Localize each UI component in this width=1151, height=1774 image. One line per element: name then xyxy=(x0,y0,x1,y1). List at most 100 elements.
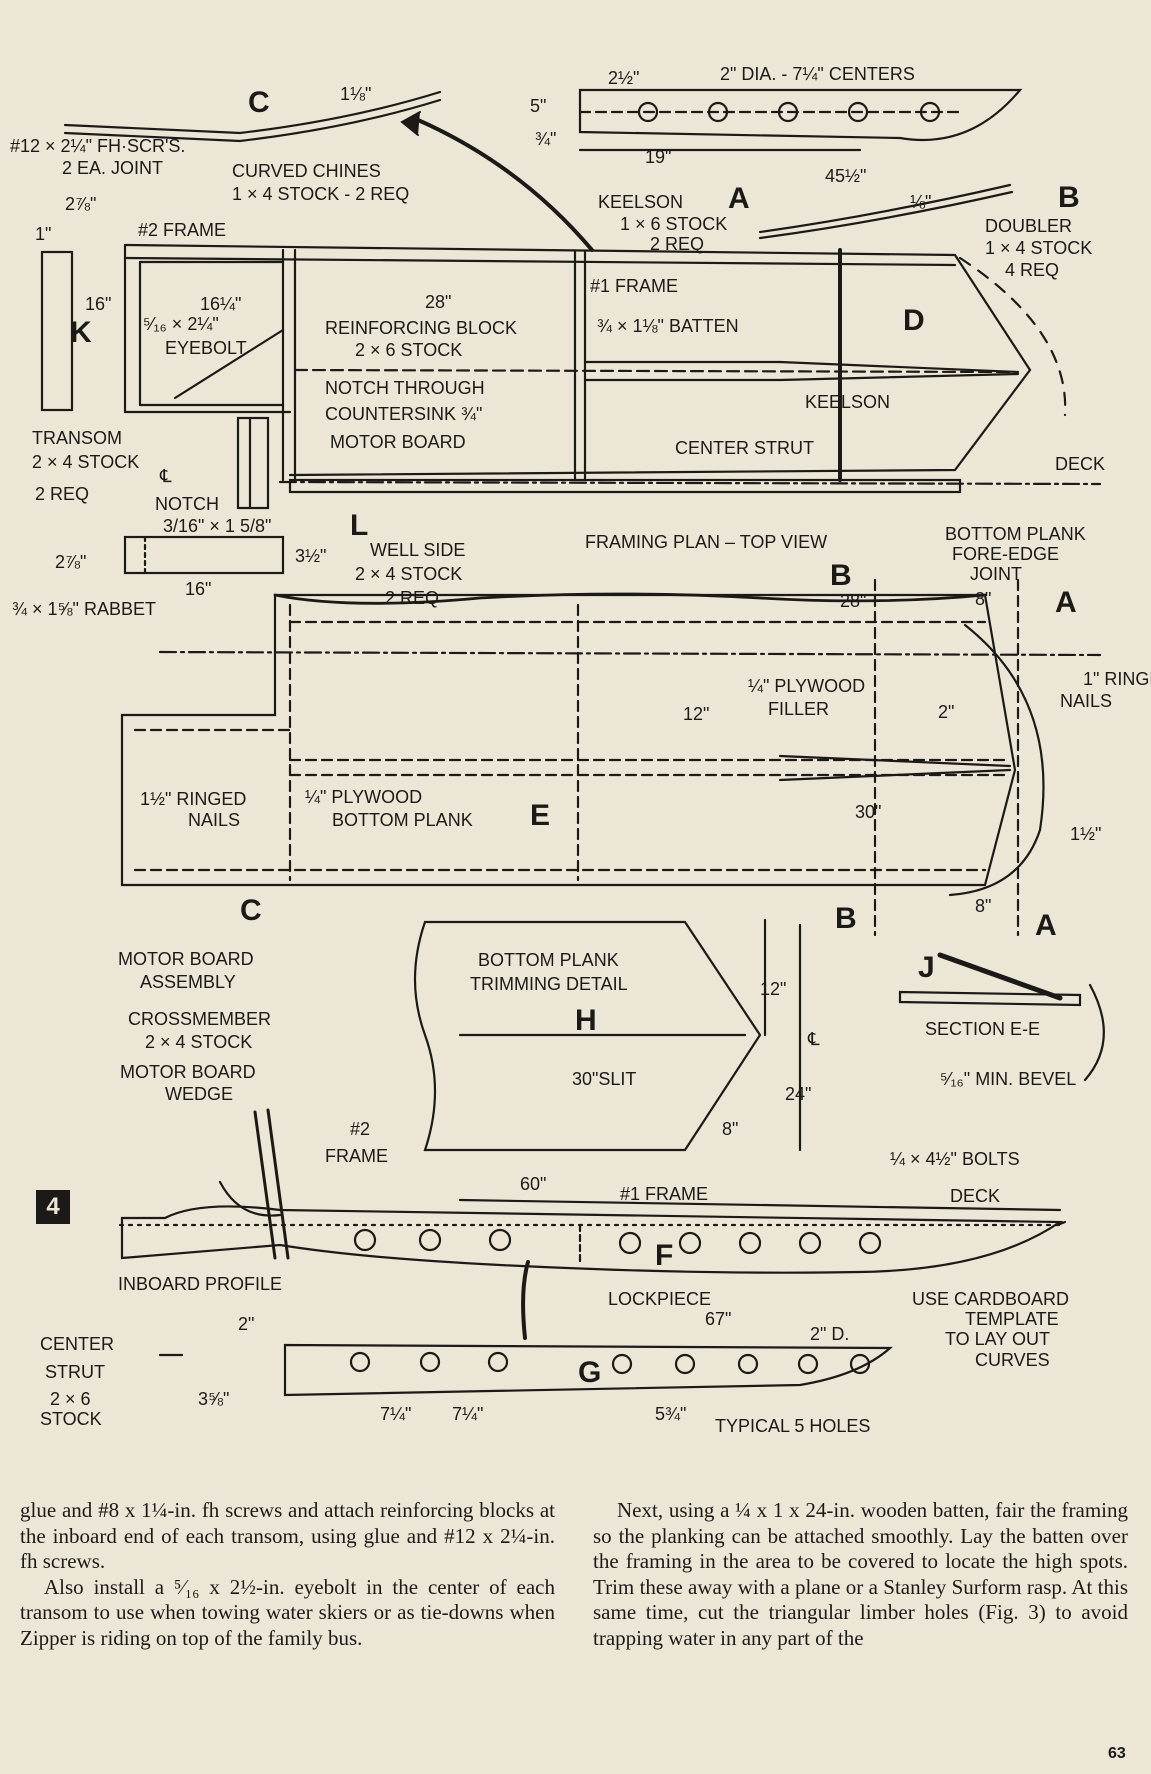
chine-arrow xyxy=(416,118,594,252)
well-side-stock: 2 × 4 STOCK xyxy=(355,564,462,584)
frame2b-1: #2 xyxy=(350,1119,370,1139)
reinforcing-block: REINFORCING BLOCK xyxy=(325,318,517,338)
ringed-half-1: 1½" RINGED xyxy=(140,789,246,809)
plywood-filler-2: FILLER xyxy=(768,699,829,719)
label-b: B xyxy=(1058,181,1080,214)
notch-size: 3/16" × 1 5/8" xyxy=(163,516,271,536)
bevel: ⁵⁄₁₆" MIN. BEVEL xyxy=(940,1069,1076,1089)
label-k: K xyxy=(70,316,92,349)
dim-18: ⅛" xyxy=(910,192,931,212)
rabbet: ¾ × 1⅝" RABBET xyxy=(12,599,156,619)
motor-assembly-2: ASSEMBLY xyxy=(140,972,236,992)
eyebolt-size: ⁵⁄₁₆ × 2¼" xyxy=(143,314,219,334)
deck-label: DECK xyxy=(1055,454,1105,474)
notch-through: NOTCH THROUGH xyxy=(325,378,485,398)
frame2b-2: FRAME xyxy=(325,1146,388,1166)
doubler-req: 4 REQ xyxy=(1005,260,1059,280)
label-j: J xyxy=(918,951,935,984)
construction-drawing: C 1⅛" #12 × 2¼" FH·SCR'S. 2 EA. JOINT CU… xyxy=(10,64,1151,1436)
transom-title: TRANSOM xyxy=(32,428,122,448)
motor-board-label: MOTOR BOARD xyxy=(330,432,466,452)
curved-chines-title: CURVED CHINES xyxy=(232,161,381,181)
dim-5-34: 5¾" xyxy=(655,1404,686,1424)
text-column-right: Next, using a ¼ x 1 x 24-in. wooden batt… xyxy=(593,1498,1128,1652)
center-strut-label: CENTER STRUT xyxy=(675,438,814,458)
label-b-top: B xyxy=(830,559,852,592)
dim-1: 1" xyxy=(35,224,51,244)
dim-2-78: 2⅞" xyxy=(65,194,96,214)
cardboard-1: USE CARDBOARD xyxy=(912,1289,1069,1309)
center-strut-2: STRUT xyxy=(45,1362,105,1382)
label-g: G xyxy=(578,1356,601,1389)
dim-12b: 12" xyxy=(760,979,786,999)
trimming-1: BOTTOM PLANK xyxy=(478,950,619,970)
label-a-top: A xyxy=(1055,586,1077,619)
label-f: F xyxy=(655,1239,673,1272)
lockpiece: LOCKPIECE xyxy=(608,1289,711,1309)
cardboard-4: CURVES xyxy=(975,1350,1050,1370)
centerline-2: ℄ xyxy=(807,1029,820,1049)
plywood-bottom-1: ¼" PLYWOOD xyxy=(305,787,422,807)
dim-24: 24" xyxy=(785,1084,811,1104)
doubler-b xyxy=(758,183,1012,234)
inboard-profile: INBOARD PROFILE xyxy=(118,1274,282,1294)
fh-screws-2: 2 EA. JOINT xyxy=(62,158,163,178)
keelson-label: KEELSON xyxy=(805,392,890,412)
plywood-filler-1: ¼" PLYWOOD xyxy=(748,676,865,696)
bottom-plank-e xyxy=(120,593,1017,887)
cardboard-3: TO LAY OUT xyxy=(945,1329,1050,1349)
center-strut-3: 2 × 6 xyxy=(50,1389,91,1409)
transom-stock: 2 × 4 STOCK xyxy=(32,452,139,472)
notch-title: NOTCH xyxy=(155,494,219,514)
paragraph: Next, using a ¼ x 1 x 24-in. wooden batt… xyxy=(593,1498,1128,1650)
dim-67: 67" xyxy=(705,1309,731,1329)
dim-30: 30" xyxy=(855,802,881,822)
framing-plan-title: FRAMING PLAN – TOP VIEW xyxy=(585,532,827,552)
typical-holes: TYPICAL 5 HOLES xyxy=(715,1416,870,1436)
ringed-half-2: NAILS xyxy=(188,810,240,830)
center-strut-1: CENTER xyxy=(40,1334,114,1354)
dim-2half: 2½" xyxy=(608,68,639,88)
ringed-nails-1: 1" RINGED xyxy=(1083,669,1151,689)
wedge-1: MOTOR BOARD xyxy=(120,1062,256,1082)
dim-28: 28" xyxy=(425,292,451,312)
crossmember-2: 2 × 4 STOCK xyxy=(145,1032,252,1052)
dim-7q2: 7¼" xyxy=(452,1404,483,1424)
dim-2in: 2" xyxy=(938,702,954,722)
dim-12: 12" xyxy=(683,704,709,724)
center-strut-4: STOCK xyxy=(40,1409,102,1429)
text-column-left: glue and #8 x 1¼-in. fh screws and attac… xyxy=(20,1498,555,1652)
dia-centers: 2" DIA. - 7¼" CENTERS xyxy=(720,64,915,84)
dim-3-58: 3⅝" xyxy=(198,1389,229,1409)
dim-3half: 3½" xyxy=(295,546,326,566)
page-number: 63 xyxy=(1108,1745,1126,1762)
trimming-2: TRIMMING DETAIL xyxy=(470,974,628,994)
transom-k xyxy=(40,250,74,412)
well-side-req: 2 REQ xyxy=(385,588,439,608)
well-side-title: WELL SIDE xyxy=(370,540,465,560)
keelson-a-stock: 1 × 6 STOCK xyxy=(620,214,727,234)
dim-8: 8" xyxy=(975,589,991,609)
label-l: L xyxy=(350,509,368,542)
motor-assembly-1: MOTOR BOARD xyxy=(118,949,254,969)
label-b-bottom: B xyxy=(835,902,857,935)
figure-number-badge: 4 xyxy=(36,1190,70,1224)
frame-1: #1 FRAME xyxy=(590,276,678,296)
keelson-a-req: 2 REQ xyxy=(650,234,704,254)
bottom-fore-2: FORE-EDGE xyxy=(952,544,1059,564)
dim-45half: 45½" xyxy=(825,166,866,186)
fh-screws-1: #12 × 2¼" FH·SCR'S. xyxy=(10,136,185,156)
section-e-e xyxy=(898,990,1082,1007)
label-a: A xyxy=(728,182,750,215)
bottom-fore-1: BOTTOM PLANK xyxy=(945,524,1086,544)
batten: ¾ × 1⅛" BATTEN xyxy=(597,316,739,336)
paragraph: glue and #8 x 1¼-in. fh screws and attac… xyxy=(20,1498,555,1574)
dim-28b: 28" xyxy=(840,591,866,611)
label-c: C xyxy=(248,86,270,119)
center-strut-g xyxy=(283,1343,893,1397)
curved-chine-c xyxy=(63,90,442,135)
label-e: E xyxy=(530,799,550,832)
frame1b: #1 FRAME xyxy=(620,1184,708,1204)
label-a-bottom: A xyxy=(1035,909,1057,942)
doubler-stock: 1 × 4 STOCK xyxy=(985,238,1092,258)
